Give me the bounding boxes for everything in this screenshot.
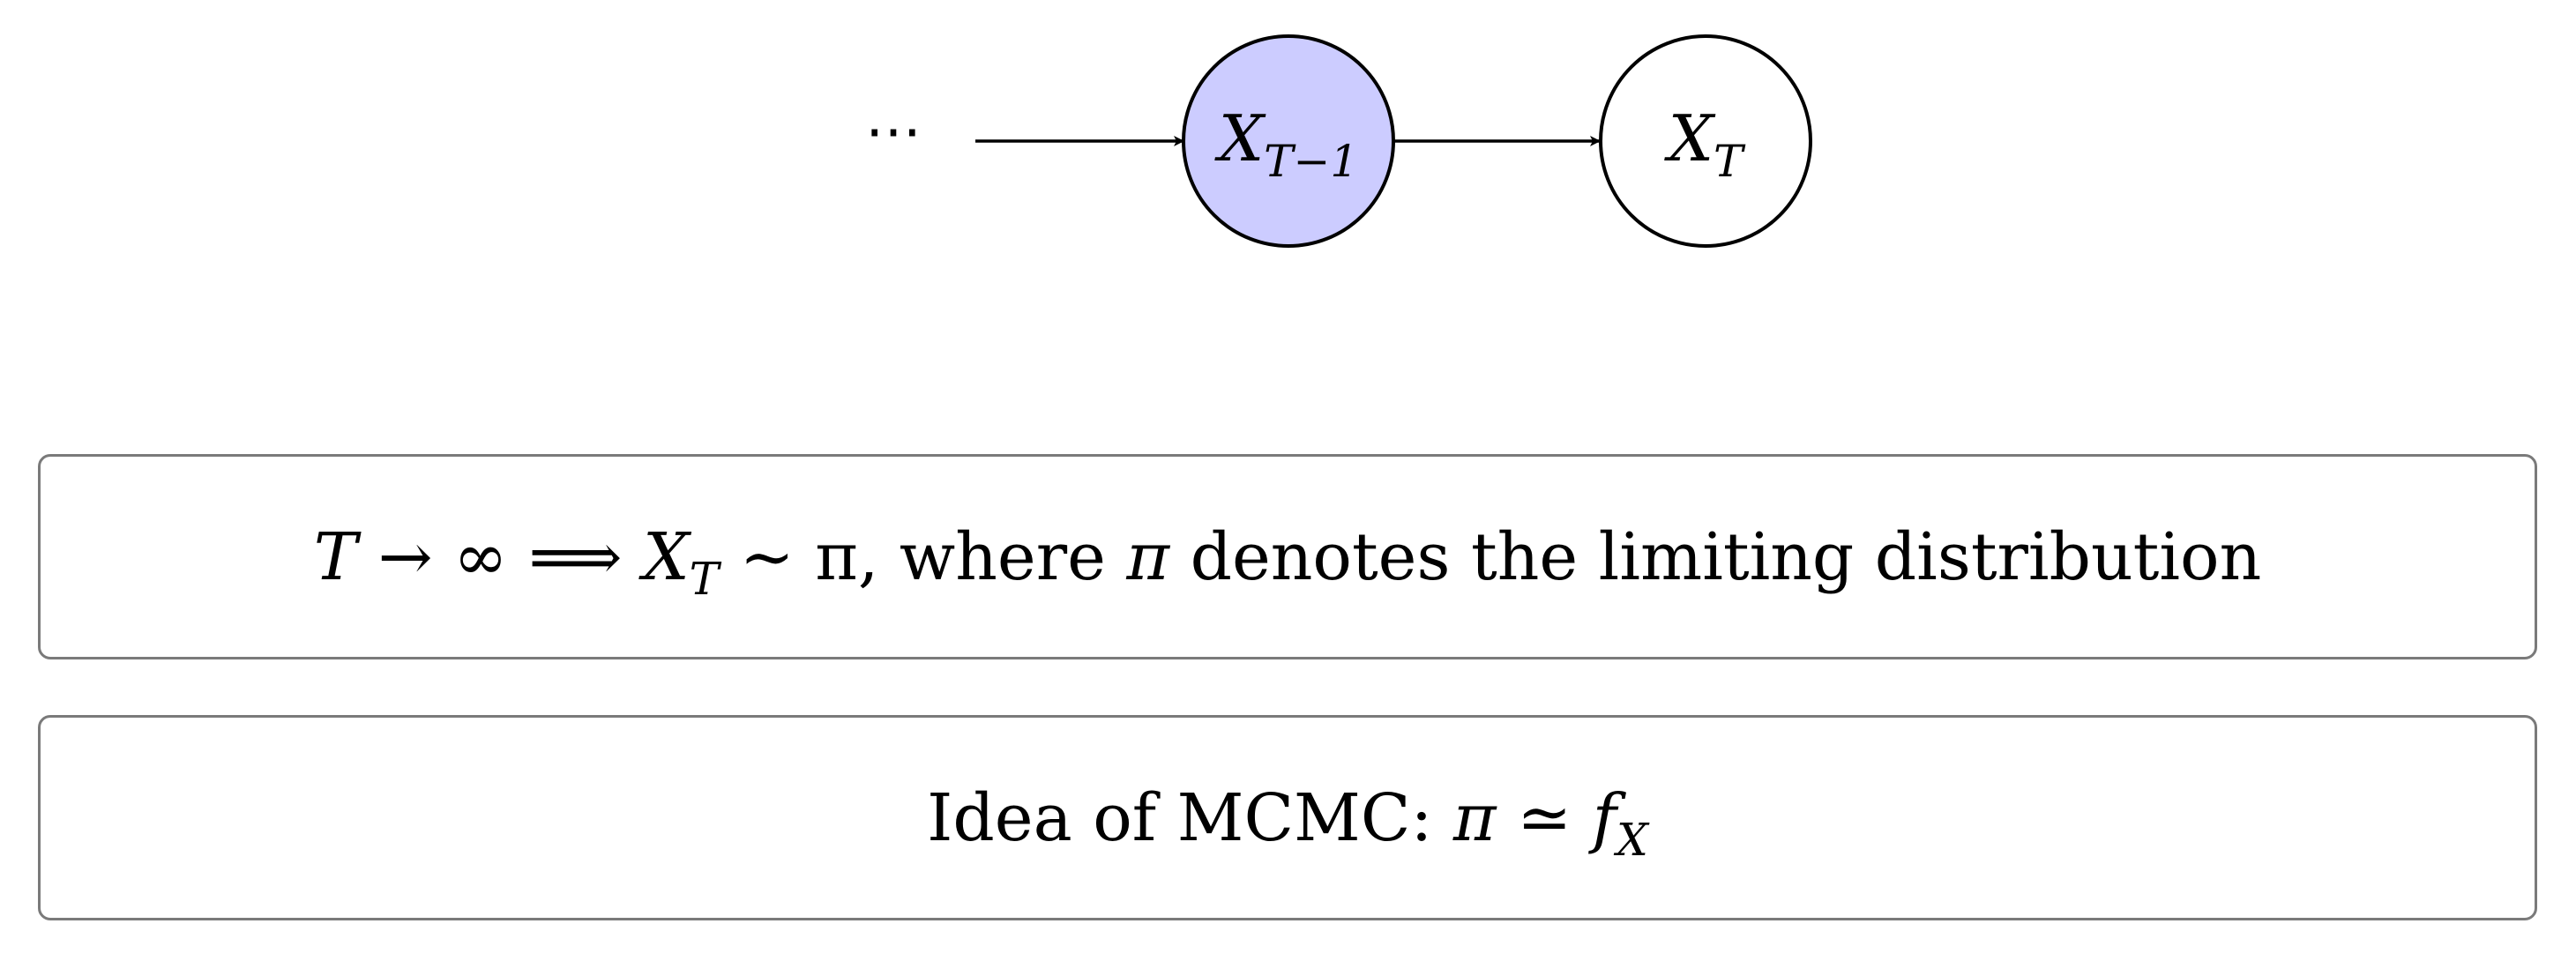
- limit-lhs: T → ∞ ⟹: [313, 518, 643, 595]
- limit-rest: denotes the limiting distribution: [1169, 518, 2262, 595]
- node-x-t-minus-1: XT−1: [1182, 34, 1395, 248]
- limit-statement: T → ∞ ⟹ XT ∼ π, where π denotes the limi…: [313, 518, 2262, 606]
- svg-text:XT−1: XT−1: [1214, 101, 1358, 187]
- mcmc-idea-pi: π: [1452, 779, 1497, 856]
- node-x-t-minus-1-subscript: T−1: [1264, 136, 1358, 187]
- limit-pi: π: [1126, 518, 1170, 595]
- mcmc-idea-statement: Idea of MCMC: π ≃ fX: [927, 779, 1648, 867]
- node-x-t: XT: [1599, 34, 1812, 248]
- limit-statement-box: T → ∞ ⟹ XT ∼ π, where π denotes the limi…: [38, 454, 2537, 659]
- markov-chain-diagram: ⋯ XT−1 XT: [865, 34, 1812, 248]
- mcmc-idea-f-subscript: X: [1617, 814, 1648, 867]
- node-x-t-circle: [1599, 34, 1812, 248]
- node-x-t-minus-1-label: X: [1214, 101, 1266, 175]
- mcmc-idea-prefix: Idea of MCMC:: [927, 779, 1453, 856]
- mcmc-idea-relation: ≃: [1496, 779, 1593, 856]
- limit-var-subscript: T: [689, 553, 720, 606]
- mcmc-idea-f: f: [1592, 779, 1617, 856]
- limit-var: X: [642, 518, 690, 595]
- node-x-t-label: X: [1664, 101, 1716, 175]
- ellipsis: ⋯: [865, 99, 922, 164]
- node-x-t-subscript: T: [1714, 136, 1746, 187]
- mcmc-idea-box: Idea of MCMC: π ≃ fX: [38, 715, 2537, 920]
- limit-relation: ∼ π, where: [719, 518, 1127, 595]
- svg-text:XT: XT: [1664, 101, 1746, 187]
